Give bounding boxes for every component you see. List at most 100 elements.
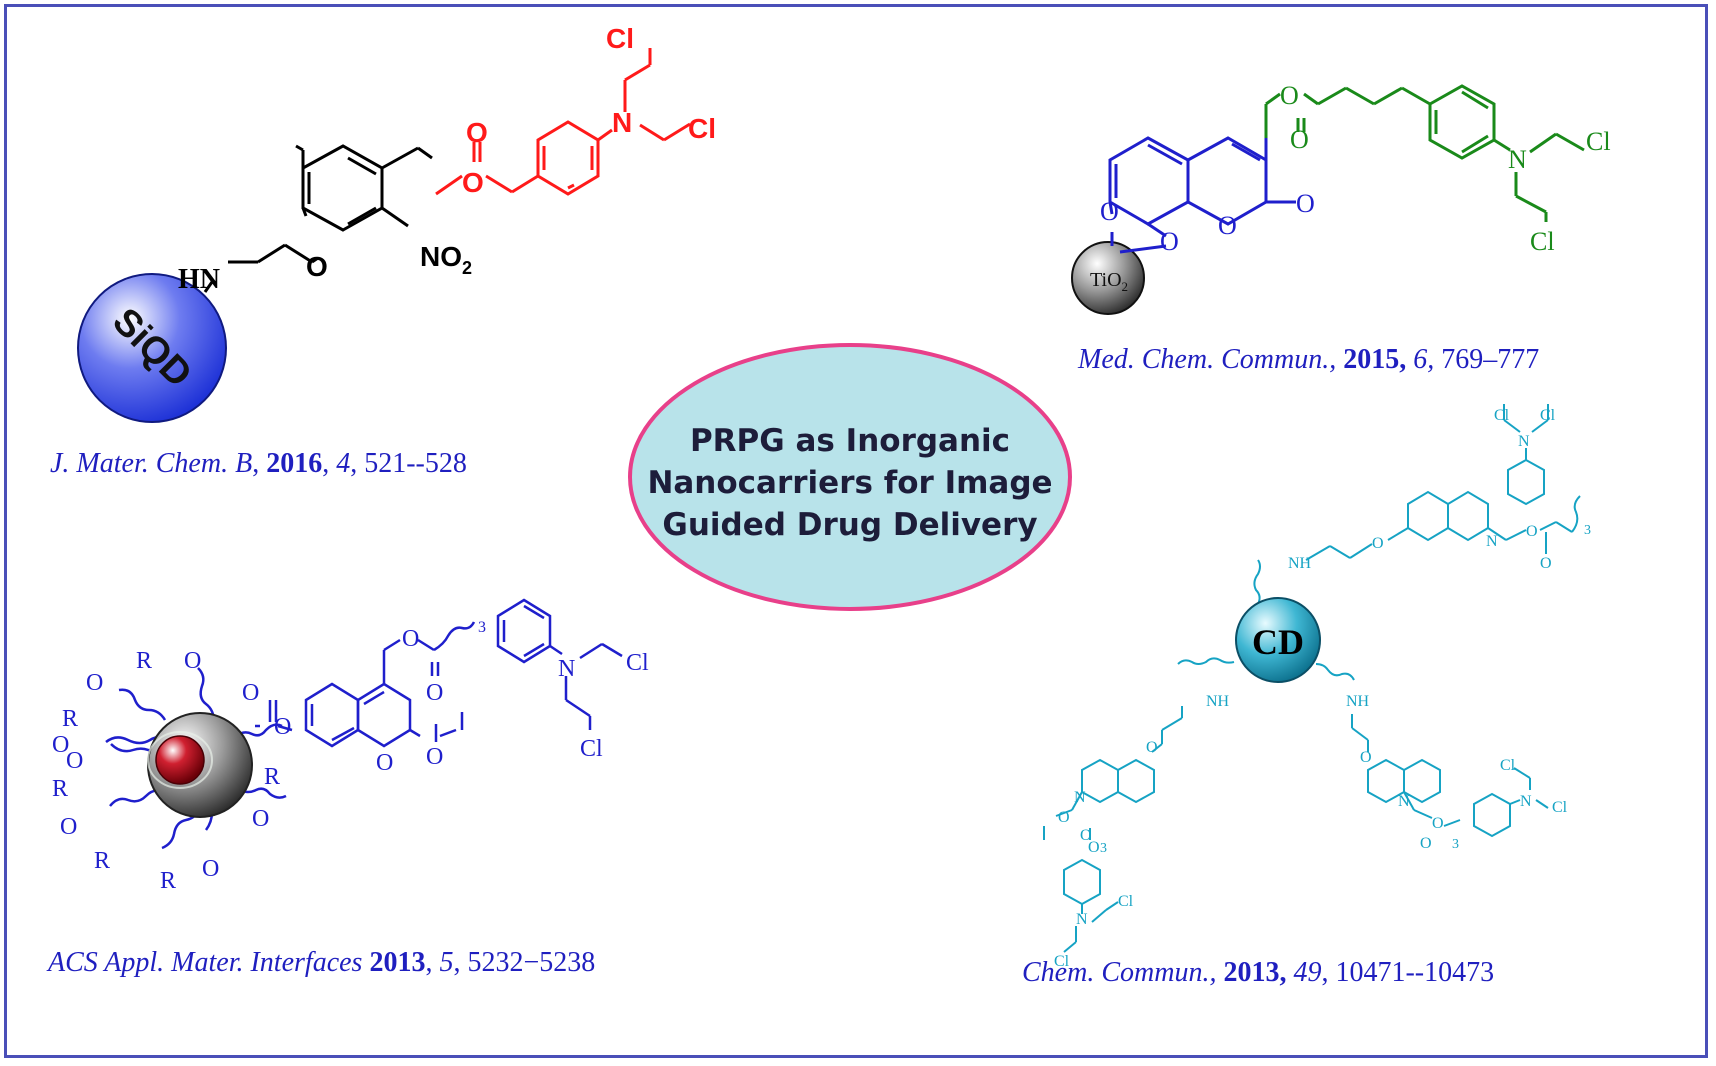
mixed-particle-core: [155, 735, 205, 785]
citation-mixed: ACS Appl. Mater. Interfaces 2013, 5, 523…: [48, 947, 596, 978]
mixed-o-label-13: O: [426, 744, 443, 770]
citation-mixed-year: 2013: [369, 947, 426, 978]
cd-sub3-label-3: 3: [1452, 837, 1459, 852]
mixed-o-label-6: O: [202, 856, 219, 882]
citation-siqd-sep2: ,: [322, 448, 337, 479]
cd-n-label-5: N: [1398, 793, 1410, 810]
siqd-ether-o-label: O: [306, 251, 328, 282]
cd-n-label-3: N: [1074, 789, 1086, 806]
cd-o-label-9: O: [1432, 815, 1444, 832]
citation-mixed-journal: ACS Appl. Mater. Interfaces: [48, 947, 363, 978]
citation-cd-journal: Chem. Commun.,: [1022, 957, 1217, 988]
mixed-o-label-9: O: [274, 714, 291, 740]
cd-o-label-8: O: [1360, 749, 1372, 766]
cd-sub3-label-2: 3: [1100, 841, 1107, 856]
citation-siqd-year: 2016: [266, 448, 323, 479]
citation-cd-pages: , 10471--10473: [1321, 957, 1495, 988]
cd-sub3-label-1: 3: [1584, 523, 1591, 538]
outer-frame: [4, 4, 1708, 1058]
tio2-o2-label: O: [1160, 227, 1179, 256]
siqd-ester-o2-label: O: [466, 117, 488, 148]
mixed-r-label-4: R: [94, 848, 110, 874]
tio2-cl1-label: Cl: [1586, 127, 1611, 156]
cd-n-label-2: N: [1518, 433, 1530, 450]
cd-nh-label-1: NH: [1288, 555, 1312, 572]
tio2-o3-label: O: [1218, 211, 1237, 240]
cd-cl-label-1: Cl: [1494, 407, 1510, 424]
cd-structure: CD NH O N O O 3 N Cl Cl NH O N O O O 3 N…: [1043, 404, 1591, 970]
mixed-r-label-1: R: [136, 648, 152, 674]
tio2-n-label: N: [1508, 145, 1527, 174]
mixed-particle-highlight: [147, 731, 213, 789]
cd-nh-label-3: NH: [1346, 693, 1370, 710]
cd-o-label-5: O: [1058, 809, 1070, 826]
mixed-r-label-3: R: [52, 776, 68, 802]
tio2-core-label: TiO2: [1090, 269, 1128, 294]
citation-cd-volume: 49: [1293, 957, 1322, 988]
citation-cd-year: 2013,: [1223, 957, 1287, 988]
cd-o-label-7: O: [1088, 839, 1100, 856]
cd-sphere: [1235, 597, 1321, 683]
cd-cl-label-5: Cl: [1552, 799, 1568, 816]
siqd-cl1-label: Cl: [606, 23, 634, 54]
cd-cl-label-6: Cl: [1500, 757, 1516, 774]
citation-cd: Chem. Commun., 2013, 49, 10471--10473: [1022, 957, 1494, 989]
cd-core-label: CD: [1252, 622, 1304, 662]
cd-o-label-6: O: [1080, 827, 1092, 844]
mixed-sub3-label: 3: [478, 619, 486, 636]
mixed-o-label-2: O: [86, 670, 103, 696]
tio2-core-sub: 2: [1122, 279, 1129, 294]
mixed-r-label-2: R: [62, 706, 78, 732]
mixed-o-label-7: O: [252, 806, 269, 832]
citation-siqd-volume: 4: [336, 448, 351, 479]
siqd-sphere: [77, 273, 227, 423]
cd-o-label-1: O: [1372, 535, 1384, 552]
citation-mixed-volume: 5: [439, 947, 454, 978]
tio2-o6-label: O: [1290, 125, 1309, 154]
siqd-no2-label: NO2: [420, 241, 472, 278]
mixed-cl1-label: Cl: [626, 650, 649, 676]
tio2-cl2-label: Cl: [1530, 227, 1555, 256]
center-ellipse: [628, 343, 1072, 611]
cd-cl-label-4: Cl: [1054, 953, 1070, 970]
cd-cl-label-3: Cl: [1118, 893, 1134, 910]
citation-tio2-volume: 6,: [1413, 344, 1435, 375]
siqd-n-label: N: [612, 107, 632, 138]
cd-nh-label-2: NH: [1206, 693, 1230, 710]
cd-o-label-3: O: [1540, 555, 1552, 572]
citation-siqd: J. Mater. Chem. B, 2016, 4, 521--528: [50, 448, 467, 480]
siqd-structure: SiQD HN O O NO2: [77, 23, 716, 423]
citation-mixed-pages: 5232−5238: [467, 947, 596, 978]
cd-n-label-4: N: [1076, 911, 1088, 928]
mixed-r-label-5: R: [160, 868, 176, 894]
mixed-o-label-1: O: [184, 648, 201, 674]
mixed-o-label-5: O: [60, 814, 77, 840]
citation-tio2-pages: 769–777: [1441, 344, 1540, 375]
mixed-o-label-8: O: [242, 680, 259, 706]
mixed-r-label-6: R: [264, 764, 280, 790]
mixed-o-label-4: O: [66, 748, 83, 774]
citation-tio2-year: 2015,: [1343, 344, 1407, 375]
siqd-ester-o1-label: O: [462, 167, 484, 198]
mixed-o-label-12: O: [376, 750, 393, 776]
tio2-o1-label: O: [1100, 197, 1119, 226]
citation-siqd-journal: J. Mater. Chem. B: [50, 448, 253, 479]
cd-o-label-4: O: [1146, 739, 1158, 756]
siqd-no2-sub: 2: [462, 258, 472, 278]
cd-o-label-2: O: [1526, 523, 1538, 540]
cd-cl-label-2: Cl: [1540, 407, 1556, 424]
citation-tio2: Med. Chem. Commun., 2015, 6, 769–777: [1078, 344, 1539, 376]
tio2-o4-label: O: [1296, 189, 1315, 218]
siqd-cl2-label: Cl: [688, 113, 716, 144]
citation-siqd-sep1: ,: [252, 448, 267, 479]
siqd-no2-text: NO: [420, 241, 462, 272]
cd-n-label-6: N: [1520, 793, 1532, 810]
mixed-n-label: N: [558, 656, 575, 682]
citation-siqd-pages: , 521--528: [350, 448, 467, 479]
center-title: PRPG as Inorganic Nanocarriers for Image…: [647, 423, 1053, 543]
mixed-structure: R O O R O O R O R R O R O O O O O O O 3 …: [52, 598, 649, 894]
cd-n-label-1: N: [1486, 533, 1498, 550]
citation-tio2-journal: Med. Chem. Commun.,: [1078, 344, 1337, 375]
mixed-o-label-11: O: [426, 680, 443, 706]
